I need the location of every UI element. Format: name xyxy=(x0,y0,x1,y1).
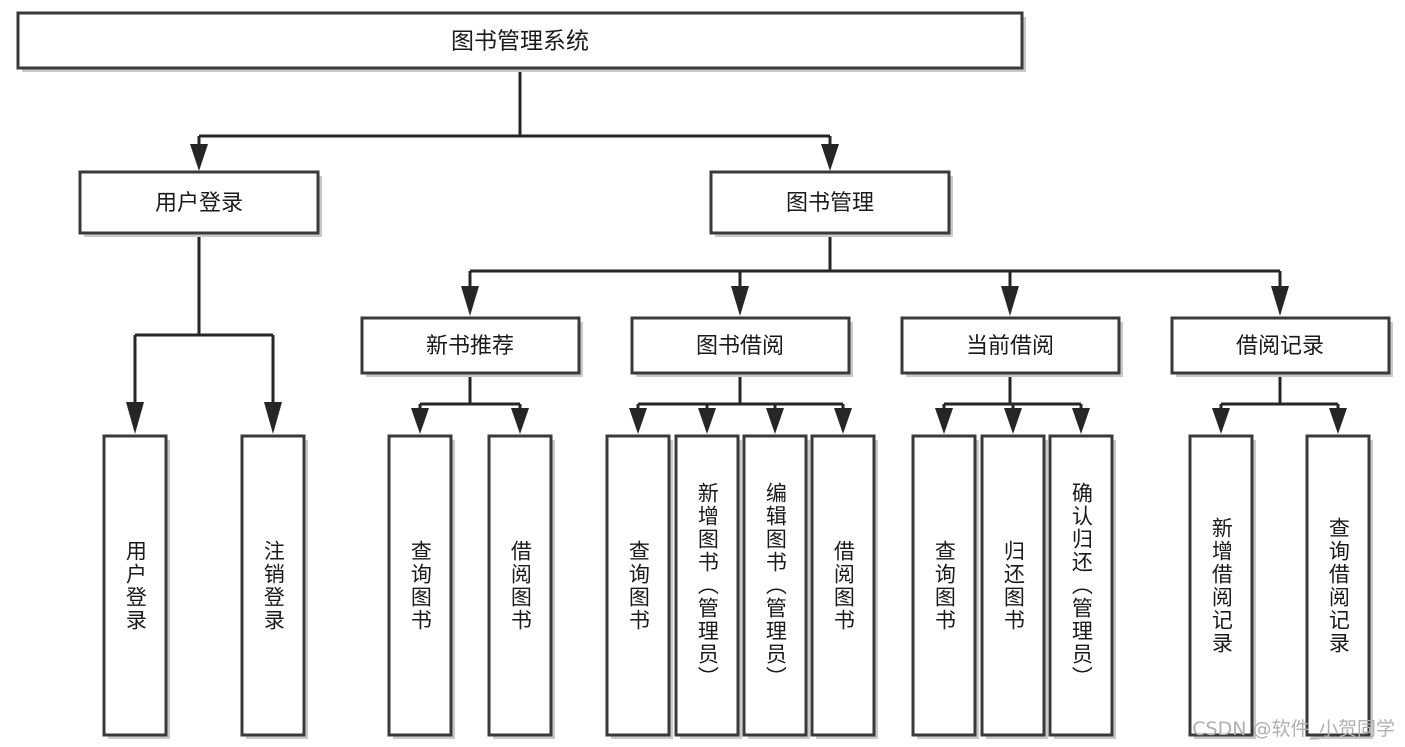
arrowhead-leaf-borrow-book-1 xyxy=(511,408,529,434)
node-user-login-label: 用户登录 xyxy=(155,191,243,216)
arrowhead-leaf-user-login xyxy=(126,402,144,434)
node-leaf-return-book[interactable] xyxy=(980,434,1048,739)
arrowhead-l2b xyxy=(821,144,839,171)
arrowhead-leaf-query-book-1 xyxy=(411,408,429,434)
node-borrow-record-label: 借阅记录 xyxy=(1236,334,1324,359)
node-current-borrow[interactable]: 当前借阅 xyxy=(900,316,1123,377)
arrowhead-leaf-query-record xyxy=(1329,408,1347,434)
node-leaf-borrow-book-2[interactable] xyxy=(810,434,878,739)
connector-layer xyxy=(126,68,1347,434)
arrowhead-leaf-query-book-3 xyxy=(935,408,953,434)
node-user-login[interactable]: 用户登录 xyxy=(78,170,322,237)
node-book-management[interactable]: 图书管理 xyxy=(709,170,953,237)
node-leaf-query-record[interactable] xyxy=(1305,434,1373,739)
watermark-text: CSDN @软件_小贺同学 xyxy=(1192,718,1395,740)
node-new-book-recommend-label: 新书推荐 xyxy=(426,334,514,359)
arrowhead-leaf-confirm-return xyxy=(1072,408,1090,434)
node-leaf-edit-book[interactable] xyxy=(742,434,810,739)
node-leaf-add-book[interactable] xyxy=(674,434,742,739)
node-book-management-label: 图书管理 xyxy=(786,191,874,216)
arrowhead-l3a xyxy=(461,286,479,316)
node-book-borrow[interactable]: 图书借阅 xyxy=(630,316,853,377)
node-borrow-record[interactable]: 借阅记录 xyxy=(1170,316,1393,377)
node-root-label: 图书管理系统 xyxy=(451,29,589,55)
arrowhead-leaf-query-book-2 xyxy=(629,408,647,434)
node-current-borrow-label: 当前借阅 xyxy=(966,334,1054,359)
node-leaf-query-book-3[interactable] xyxy=(911,434,979,739)
leaf-box-layer xyxy=(102,434,1373,739)
node-leaf-add-record[interactable] xyxy=(1188,434,1256,739)
node-leaf-confirm-return[interactable] xyxy=(1048,434,1116,739)
arrowhead-l2a xyxy=(190,144,208,171)
arrowhead-l3b xyxy=(731,286,749,316)
node-leaf-query-book-1[interactable] xyxy=(387,434,455,739)
arrowhead-l3d xyxy=(1271,286,1289,316)
arrowhead-leaf-add-record xyxy=(1212,408,1230,434)
node-layer: 图书管理系统 用户登录 图书管理 新书推荐 xyxy=(16,11,1393,377)
arrowhead-leaf-return-book xyxy=(1004,408,1022,434)
node-leaf-query-book-2[interactable] xyxy=(605,434,673,739)
arrowhead-leaf-borrow-book-2 xyxy=(834,408,852,434)
node-leaf-user-logout[interactable] xyxy=(240,434,308,739)
arrowhead-l3c xyxy=(1001,286,1019,316)
node-leaf-borrow-book-1[interactable] xyxy=(487,434,555,739)
arrowhead-leaf-add-book xyxy=(698,408,716,434)
node-leaf-user-login[interactable] xyxy=(102,434,170,739)
arrowhead-leaf-user-logout xyxy=(264,402,282,434)
node-root[interactable]: 图书管理系统 xyxy=(16,11,1026,72)
node-new-book-recommend[interactable]: 新书推荐 xyxy=(360,316,583,377)
arrowhead-leaf-edit-book xyxy=(766,408,784,434)
node-book-borrow-label: 图书借阅 xyxy=(696,334,784,359)
